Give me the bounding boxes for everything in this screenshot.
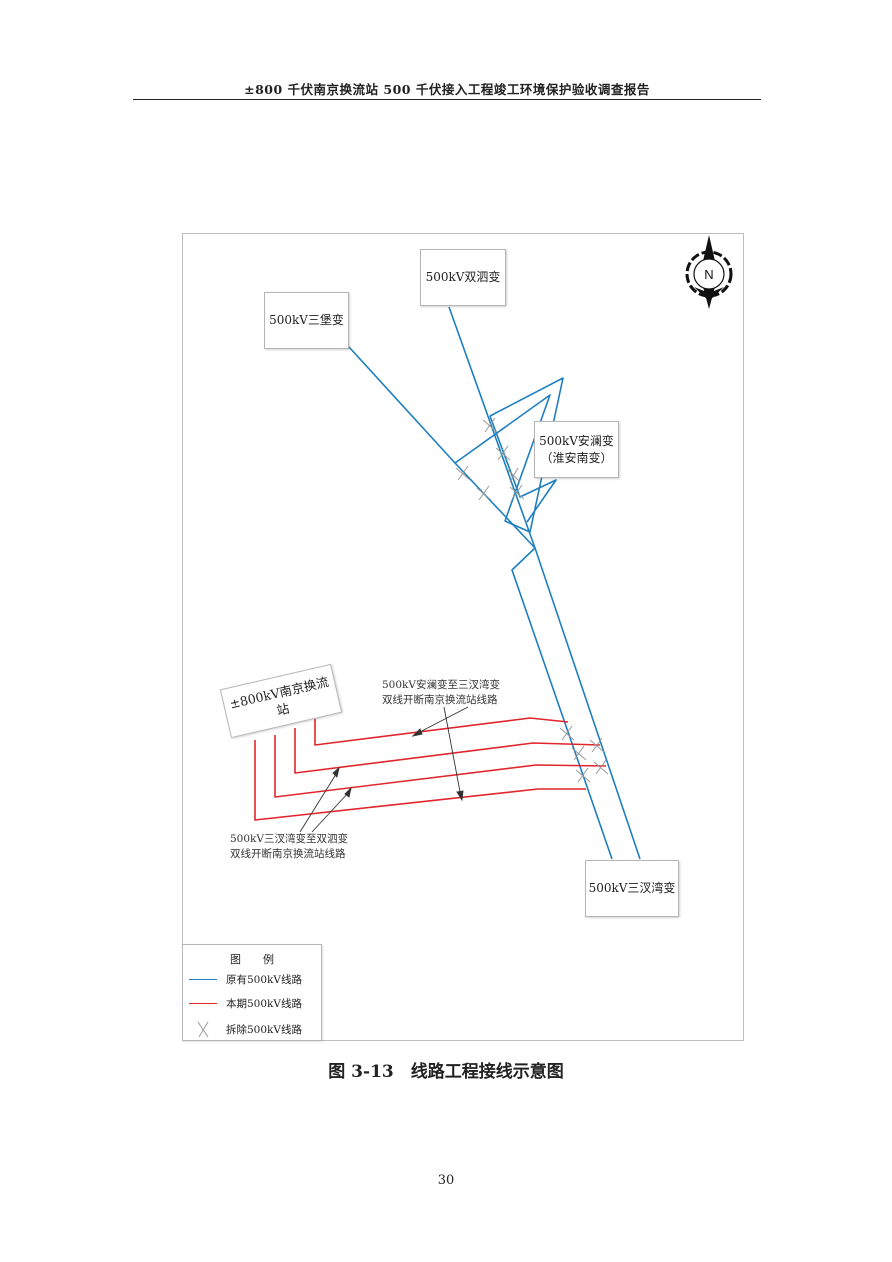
page-header: ±800 千伏南京换流站 500 千伏接入工程竣工环境保护验收调查报告	[244, 82, 650, 97]
annotation-upper-line2: 双线开断南京换流站线路	[382, 694, 498, 706]
legend-item-removed: 拆除500kV线路	[183, 1021, 323, 1038]
legend-item-existing: 原有500kV线路	[183, 972, 323, 988]
blue-line-icon	[189, 979, 217, 980]
station-shuangsi: 500kV双泗变	[420, 249, 506, 306]
figure-caption: 图 3-13 线路工程接线示意图	[328, 1062, 564, 1082]
page-number: 30	[437, 1173, 455, 1188]
legend-item-new: 本期500kV线路	[183, 996, 323, 1012]
removed-marks	[455, 417, 609, 783]
legend-item-new-label: 本期500kV线路	[226, 998, 302, 1010]
new-line-2	[294, 728, 601, 774]
annotation-upper-line1: 500kV安澜变至三汊湾变	[382, 679, 500, 691]
new-line-1	[314, 717, 569, 746]
new-line-4	[254, 740, 586, 821]
annotation-lower: 500kV三汊湾变至双泗变 双线开断南京换流站线路	[230, 832, 348, 862]
annotation-lower-line1: 500kV三汊湾变至双泗变	[230, 833, 348, 845]
legend: 图 例 原有500kV线路 本期500kV线路 拆除500kV线路	[182, 944, 322, 1041]
station-anlan-sublabel: （淮安南变）	[540, 450, 613, 465]
new-line-3	[274, 735, 607, 798]
existing-lines	[348, 306, 641, 860]
north-arrow-icon: N	[685, 235, 733, 309]
station-anlan: 500kV安澜变 （淮安南变）	[534, 421, 619, 478]
station-sanbao: 500kV三堡变	[264, 292, 349, 349]
station-sanchawan: 500kV三汊湾变	[585, 860, 679, 917]
existing-line-shuangsi	[448, 306, 641, 860]
station-sanchawan-label: 500kV三汊湾变	[588, 881, 676, 895]
compass-label: N	[704, 267, 713, 282]
existing-line-anlan-upper	[454, 377, 564, 533]
annotation-upper: 500kV安澜变至三汊湾变 双线开断南京换流站线路	[382, 678, 500, 708]
legend-title: 图 例	[230, 953, 274, 966]
annotation-pointers	[299, 706, 469, 833]
legend-item-existing-label: 原有500kV线路	[226, 974, 302, 986]
annotation-lower-line2: 双线开断南京换流站线路	[230, 848, 346, 860]
station-anlan-label: 500kV安澜变	[539, 433, 614, 448]
figure-frame	[182, 233, 744, 1041]
red-line-icon	[189, 1003, 217, 1004]
new-lines	[254, 717, 607, 821]
header-rule	[133, 99, 761, 100]
legend-item-removed-label: 拆除500kV线路	[226, 1024, 302, 1036]
station-shuangsi-label: 500kV双泗变	[425, 270, 501, 284]
existing-line-anlan-lower	[489, 415, 557, 523]
station-sanbao-label: 500kV三堡变	[269, 313, 344, 327]
cross-mark-icon	[197, 1021, 209, 1038]
